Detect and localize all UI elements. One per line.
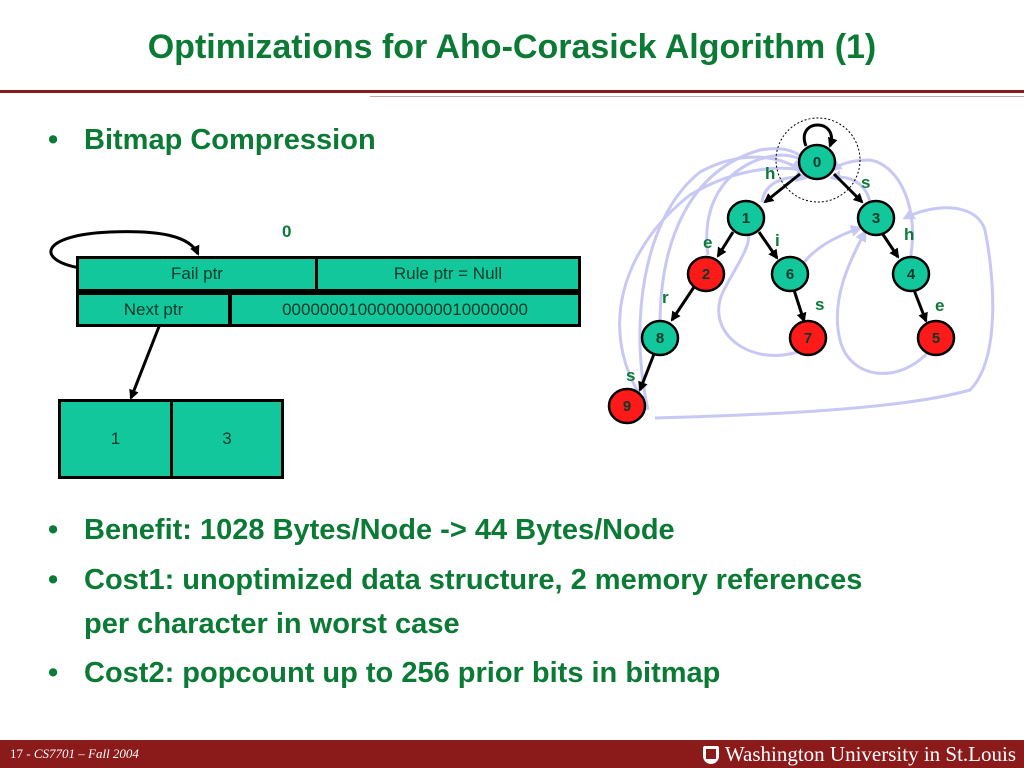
node-label: 0 <box>282 222 292 241</box>
rule-ptr-cell: Rule ptr = Null <box>315 256 581 292</box>
bullet-text: Bitmap Compression <box>84 124 376 156</box>
child-cell-3: 3 <box>170 399 284 479</box>
trie-edge <box>638 353 656 392</box>
trie-node <box>607 387 647 425</box>
title-divider <box>0 90 1024 93</box>
trie-node <box>891 255 931 293</box>
bullet-text: Cost1: unoptimized data structure, 2 mem… <box>84 564 863 640</box>
trie-node-label: 2 <box>702 266 710 283</box>
trie-node-label: 7 <box>804 330 812 347</box>
trie-node-label: 6 <box>786 266 794 283</box>
trie-node <box>726 199 766 237</box>
child-cell-1: 1 <box>58 399 173 479</box>
trie-node-label: 1 <box>742 210 750 227</box>
trie-node-label: 4 <box>907 266 916 283</box>
fail-self-loop-arrow <box>49 230 200 270</box>
edge-label: e <box>703 233 712 252</box>
failure-link <box>717 226 809 357</box>
bullet-dot: • <box>48 657 59 689</box>
trie-node-label: 0 <box>813 154 821 171</box>
trie-edge <box>757 231 779 260</box>
course-name: CS7701 – Fall 2004 <box>33 746 139 761</box>
trie-node <box>640 319 680 357</box>
footer-bar: 17 - CS7701 – Fall 2004 Washington Unive… <box>0 740 1024 768</box>
failure-link <box>658 147 812 326</box>
slide-title: Optimizations for Aho-Corasick Algorithm… <box>147 28 877 66</box>
edge-label: s <box>861 173 870 192</box>
trie-node <box>856 199 896 237</box>
trie-edge <box>792 289 807 323</box>
university-shield-icon <box>702 745 719 764</box>
bullet-dot: • <box>48 124 59 156</box>
trie-edge <box>670 286 696 322</box>
bullet-text: Cost2: popcount up to 256 prior bits in … <box>84 657 721 689</box>
trie-edge <box>832 172 864 204</box>
university-logo: Washington University in St.Louis <box>702 742 1016 767</box>
failure-link <box>829 158 915 261</box>
fail-ptr-cell: Fail ptr <box>76 256 318 292</box>
trie-node <box>686 255 726 293</box>
trie-edge <box>716 231 735 258</box>
node-structure-diagram <box>49 230 200 400</box>
bullet-benefit: • Benefit: 1028 Bytes/Node -> 44 Bytes/N… <box>48 508 984 552</box>
bullet-dot: • <box>48 514 59 546</box>
edge-label: i <box>775 231 780 250</box>
bullet-bitmap-compression: • Bitmap Compression <box>48 118 376 162</box>
trie-node <box>916 319 956 357</box>
trie-node <box>797 143 837 181</box>
trie-edge <box>912 289 928 323</box>
edge-label: s <box>626 366 635 385</box>
failure-link <box>760 170 808 203</box>
university-name: Washington University in St.Louis <box>724 742 1016 766</box>
trie-edge <box>763 172 801 204</box>
trie-edge <box>880 232 900 259</box>
next-ptr-cell: Next ptr <box>76 292 231 327</box>
footer-separator: - <box>26 746 34 761</box>
trie-node-label: 3 <box>872 210 880 227</box>
bitmap-cell: 00000001000000000010000000 <box>229 292 581 327</box>
edge-label: r <box>662 288 669 307</box>
failure-link <box>835 229 932 375</box>
slide-number: 17 <box>10 746 23 761</box>
edge-label: h <box>765 164 775 183</box>
bullet-cost1: • Cost1: unoptimized data structure, 2 m… <box>48 558 904 646</box>
root-dotted-ring <box>775 117 861 203</box>
trie-node-label: 5 <box>932 330 940 347</box>
edge-label: e <box>935 296 944 315</box>
failure-link <box>654 206 995 420</box>
failure-link <box>618 166 806 396</box>
edge-label: h <box>904 225 914 244</box>
trie-diagram: 0 1 3 2 6 4 8 7 5 9 h s e i h r s e s <box>607 117 995 425</box>
trie-node <box>788 319 828 357</box>
trie-node-label: 9 <box>623 398 631 415</box>
title-divider-thin <box>370 96 1024 97</box>
bullet-text: Benefit: 1028 Bytes/Node -> 44 Bytes/Nod… <box>84 514 675 546</box>
trie-node <box>770 255 810 293</box>
root-self-loop <box>802 123 838 148</box>
trie-node-label: 8 <box>656 330 664 347</box>
bullet-dot: • <box>48 564 59 596</box>
footer-slide-info: 17 - CS7701 – Fall 2004 <box>10 746 139 762</box>
edge-label: s <box>815 295 824 314</box>
bullet-cost2: • Cost2: popcount up to 256 prior bits i… <box>48 651 984 695</box>
next-ptr-arrow <box>129 323 162 400</box>
